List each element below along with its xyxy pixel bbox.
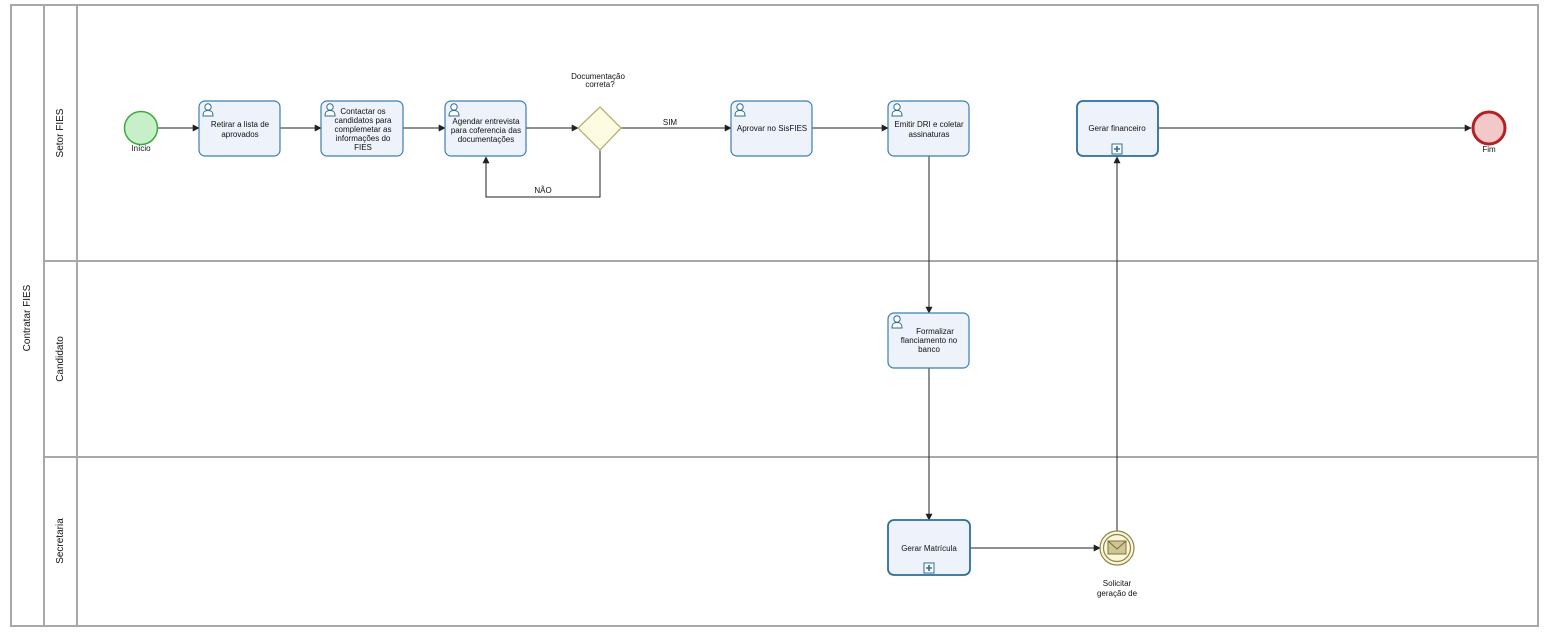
end-event[interactable]: Fim (1471, 110, 1507, 154)
end-event-label: Fim (1482, 145, 1496, 154)
task-retirar-lista[interactable]: Retirar a lista de aprovados (198, 100, 281, 157)
gateway-label-line2: correta? (585, 80, 615, 89)
task-box[interactable] (730, 100, 813, 157)
pool: Contratar FIES Setor FIES Candidato Secr… (10, 4, 1539, 627)
subprocess-box[interactable] (1076, 100, 1159, 157)
task-label-line: flanciamento no (901, 336, 958, 345)
task-box[interactable] (320, 100, 404, 157)
task-label-line: Retirar a lista de (211, 120, 270, 129)
sequence-flows: SIM NÃO (158, 118, 1472, 552)
task-label-line: Emitir DRI e coletar (894, 120, 964, 129)
task-label-line: banco (918, 345, 940, 354)
task-box[interactable] (444, 100, 527, 157)
task-label-line: documentações (458, 135, 514, 144)
task-label-line: Contactar os (340, 107, 385, 116)
message-event[interactable]: Solicitar geração de (1097, 530, 1138, 598)
end-event-circle[interactable] (1471, 110, 1507, 146)
subprocess-gerar-matricula[interactable]: Gerar Matrícula (887, 519, 971, 576)
expand-plus-icon[interactable] (923, 562, 935, 574)
envelope-icon (1107, 540, 1127, 555)
start-event-label: Início (131, 144, 151, 153)
task-emitir-dri[interactable]: Emitir DRI e coletar assinaturas (887, 100, 970, 157)
task-label-line: informações do (336, 134, 391, 143)
task-label-line: Gerar Matrícula (901, 544, 957, 553)
task-formalizar-financiamento[interactable]: Formalizar flanciamento no banco (887, 312, 970, 369)
expand-plus-icon[interactable] (1111, 143, 1123, 155)
task-label-line: assinaturas (909, 130, 950, 139)
pool-label: Contratar FIES (22, 284, 33, 351)
lane-label-secretaria: Secretaria (55, 518, 66, 564)
task-contactar-candidatos[interactable]: Contactar os candidatos para complemetar… (320, 100, 404, 157)
flow-gateway-nao[interactable] (482, 150, 601, 198)
message-event-label-line1: Solicitar (1103, 579, 1132, 588)
lane-label-setor-fies: Setor FIES (55, 108, 66, 157)
message-event-label-line2: geração de (1097, 589, 1138, 598)
task-box[interactable] (198, 100, 281, 157)
task-label-line: Aprovar no SisFIES (737, 124, 807, 133)
gateway-label-line1: Documentação (571, 72, 625, 81)
task-aprovar-sisfies[interactable]: Aprovar no SisFIES (730, 100, 813, 157)
task-label-line: para coferencia das (451, 126, 521, 135)
task-label-line: Gerar financeiro (1088, 124, 1146, 133)
lane-label-candidato: Candidato (55, 336, 66, 382)
flow-label-nao: NÃO (534, 186, 551, 195)
subprocess-gerar-financeiro[interactable]: Gerar financeiro (1076, 100, 1159, 157)
task-box[interactable] (887, 100, 970, 157)
task-agendar-entrevista[interactable]: Agendar entrevista para coferencia das d… (444, 100, 527, 157)
start-event[interactable]: Início (123, 110, 159, 154)
task-label-line: Agendar entrevista (452, 117, 520, 126)
task-label-line: aprovados (221, 130, 258, 139)
task-label-line: complemetar as (335, 125, 392, 134)
task-box[interactable] (887, 312, 970, 369)
task-label-line: candidatos para (335, 116, 392, 125)
exclusive-gateway[interactable]: Documentação correta? (571, 72, 625, 151)
pool-border (10, 4, 1539, 627)
task-label-line: Formalizar (916, 327, 954, 336)
subprocess-box[interactable] (887, 519, 971, 576)
start-event-circle[interactable] (123, 110, 159, 146)
task-label-line: FIES (354, 143, 372, 152)
gateway-diamond[interactable] (577, 106, 622, 151)
flow-label-sim: SIM (663, 118, 678, 127)
